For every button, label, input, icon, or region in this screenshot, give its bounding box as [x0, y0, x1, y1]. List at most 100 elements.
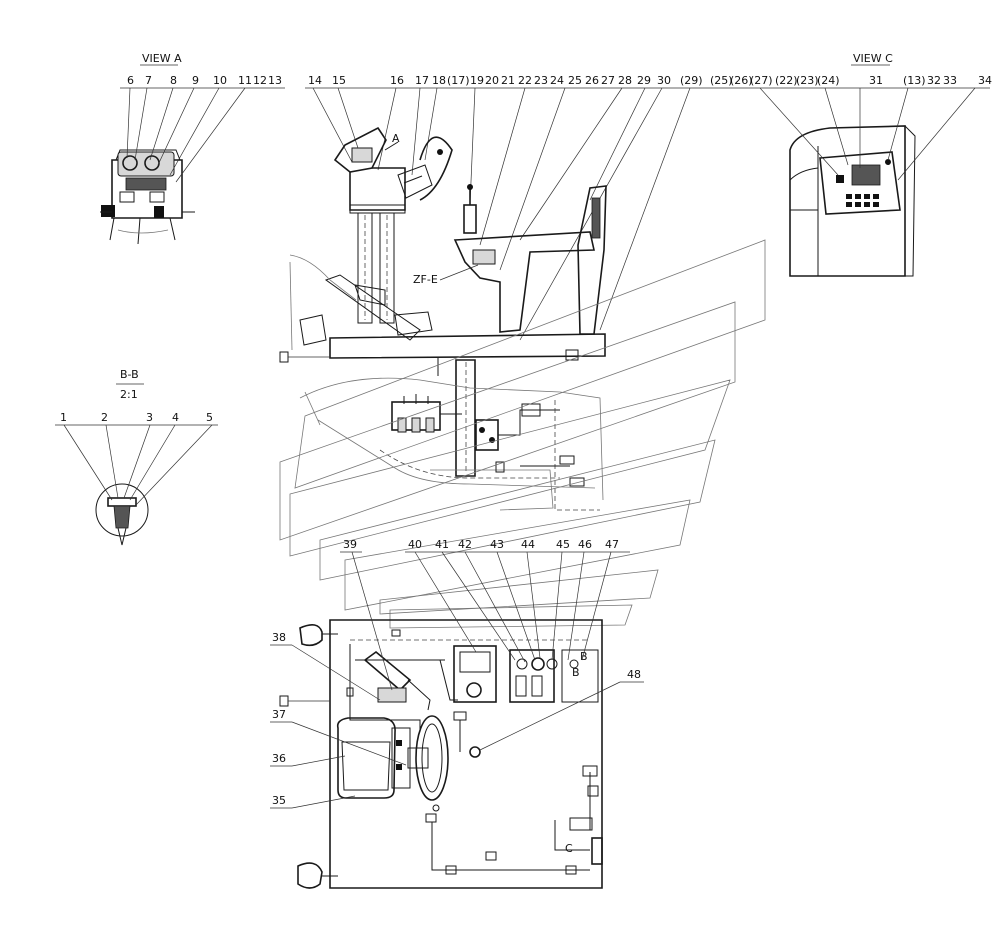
callout-18: 18	[432, 74, 446, 87]
view-c-console	[789, 125, 906, 277]
callout-38: 38	[272, 631, 286, 644]
callout-15: 15	[332, 74, 346, 87]
view-marker-b1: B	[580, 650, 588, 663]
callout-21: 21	[501, 74, 515, 87]
column-tube	[357, 212, 373, 324]
steering-wheel-side	[419, 136, 453, 201]
callout-48: 48	[627, 668, 641, 681]
zf-e-label: ZF-E	[413, 273, 438, 286]
callout-40: 40	[408, 538, 422, 551]
armrest	[391, 727, 411, 789]
callout-43: 43	[490, 538, 504, 551]
callout-9: 9	[192, 74, 199, 87]
operator-seat	[336, 717, 396, 799]
cab-plan-outline	[329, 619, 603, 889]
view-a-right-switch	[154, 206, 164, 218]
switch-panel	[509, 649, 555, 703]
callout-32: 32	[927, 74, 941, 87]
callout-2: 2	[101, 411, 108, 424]
callout-36: 36	[272, 752, 286, 765]
view-a-title: VIEW A	[142, 52, 182, 65]
callout-13p: (13)	[903, 74, 926, 87]
callout-3: 3	[146, 411, 153, 424]
callout-33: 33	[943, 74, 957, 87]
view-a-left-knob	[101, 205, 115, 217]
callout-28: 28	[618, 74, 632, 87]
callout-29p: (29)	[680, 74, 703, 87]
callout-42: 42	[458, 538, 472, 551]
callout-10: 10	[213, 74, 227, 87]
view-c-display	[851, 164, 881, 186]
cab-floor	[329, 333, 606, 359]
callout-30: 30	[657, 74, 671, 87]
gauge-icon	[122, 155, 138, 171]
section-bb-plate	[107, 497, 137, 507]
callout-5: 5	[206, 411, 213, 424]
callout-26: 26	[585, 74, 599, 87]
callout-22p: (22)	[775, 74, 798, 87]
callout-45: 45	[556, 538, 570, 551]
callout-37: 37	[272, 708, 286, 721]
view-a-group: VIEW A 6 7 8 9 10 11 12 13	[100, 52, 285, 245]
view-marker-b2: B	[572, 666, 580, 679]
main-elevation-view: 14 15 16 17 18 (17) 19 20 21 22 23 24 25…	[279, 74, 766, 629]
callout-23: 23	[534, 74, 548, 87]
callout-20: 20	[485, 74, 499, 87]
callout-34: 34	[978, 74, 992, 87]
callout-26p: (26)	[730, 74, 753, 87]
callout-25p: (25)	[710, 74, 733, 87]
callout-46: 46	[578, 538, 592, 551]
callout-27: 27	[601, 74, 615, 87]
view-c-title: VIEW C	[853, 52, 893, 65]
view-marker-a: A	[392, 132, 400, 145]
callout-31: 31	[869, 74, 883, 87]
callout-11: 11	[238, 74, 252, 87]
control-lever-handle	[463, 204, 477, 234]
callout-8: 8	[170, 74, 177, 87]
callout-35: 35	[272, 794, 286, 807]
callout-4: 4	[172, 411, 179, 424]
frame-column	[455, 359, 476, 477]
callout-44: 44	[521, 538, 535, 551]
callout-22: 22	[518, 74, 532, 87]
view-c-group: VIEW C (25) (26) (27) (22) (23) (24) 31	[705, 52, 992, 277]
main-plan-view: C B B 39 4	[270, 538, 644, 889]
section-bb-group: B-B 2:1 1 2 3 4 5	[55, 368, 218, 546]
callout-17p: (17)	[447, 74, 470, 87]
pedal-linkage	[324, 274, 421, 341]
callout-13: 13	[268, 74, 282, 87]
callout-25: 25	[568, 74, 582, 87]
hydraulic-block	[475, 419, 499, 451]
pedal	[299, 314, 327, 346]
view-c-control-panel	[819, 151, 901, 215]
section-bb-circle	[95, 483, 149, 537]
callout-39: 39	[343, 538, 357, 551]
callout-29: 29	[637, 74, 651, 87]
callout-7: 7	[145, 74, 152, 87]
mirror-bottom	[297, 862, 323, 889]
callout-12: 12	[253, 74, 267, 87]
dashboard-display	[351, 147, 373, 163]
callout-14: 14	[308, 74, 322, 87]
zf-e-console	[453, 231, 595, 333]
callout-23p: (23)	[796, 74, 819, 87]
view-c-keypad	[846, 194, 879, 207]
right-dashboard-panel	[561, 649, 599, 703]
callout-19: 19	[470, 74, 484, 87]
section-bb-scale: 2:1	[120, 388, 138, 401]
callout-6: 6	[127, 74, 134, 87]
callout-41: 41	[435, 538, 449, 551]
section-bb-title: B-B	[120, 368, 139, 381]
left-dashboard-panel	[453, 645, 497, 703]
gauge-icon	[466, 682, 482, 698]
callout-16: 16	[390, 74, 404, 87]
callout-1: 1	[60, 411, 67, 424]
callout-24: 24	[550, 74, 564, 87]
item-48-part	[469, 746, 481, 758]
view-marker-c: C	[565, 842, 573, 855]
callout-17: 17	[415, 74, 429, 87]
callout-24p: (24)	[817, 74, 840, 87]
joystick	[363, 650, 412, 692]
view-a-top-panel	[117, 151, 175, 177]
